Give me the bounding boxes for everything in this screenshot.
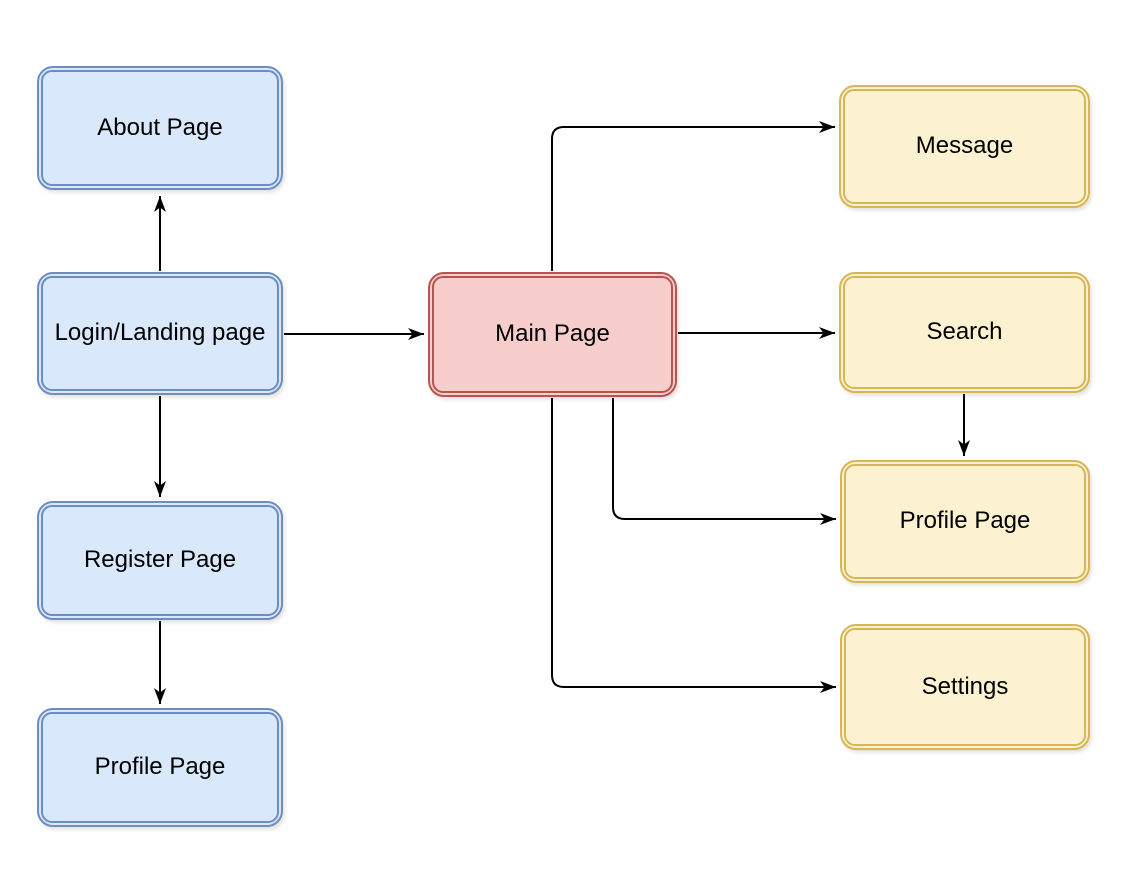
node-about-page: About Page (37, 66, 283, 190)
edge-main-to-message (551, 121, 835, 271)
node-label: Message (915, 132, 1014, 160)
node-label: Search (926, 318, 1003, 346)
edge-main-to-settings (551, 398, 836, 693)
node-profile-page-right: Profile Page (840, 460, 1090, 583)
node-label: Login/Landing page (54, 319, 266, 347)
node-login-landing-page: Login/Landing page (37, 272, 283, 395)
node-register-page: Register Page (37, 501, 283, 620)
node-label: Profile Page (94, 753, 226, 781)
node-label: About Page (97, 113, 223, 141)
node-label: Main Page (495, 320, 610, 348)
edge-main-to-profile (612, 398, 836, 525)
node-message: Message (839, 85, 1090, 208)
node-search: Search (839, 272, 1090, 393)
node-main-page: Main Page (428, 272, 677, 397)
node-label: Register Page (83, 546, 237, 574)
node-profile-page-left: Profile Page (37, 708, 283, 827)
node-settings: Settings (840, 624, 1090, 750)
node-label: Profile Page (899, 507, 1031, 535)
node-label: Settings (921, 672, 1009, 700)
